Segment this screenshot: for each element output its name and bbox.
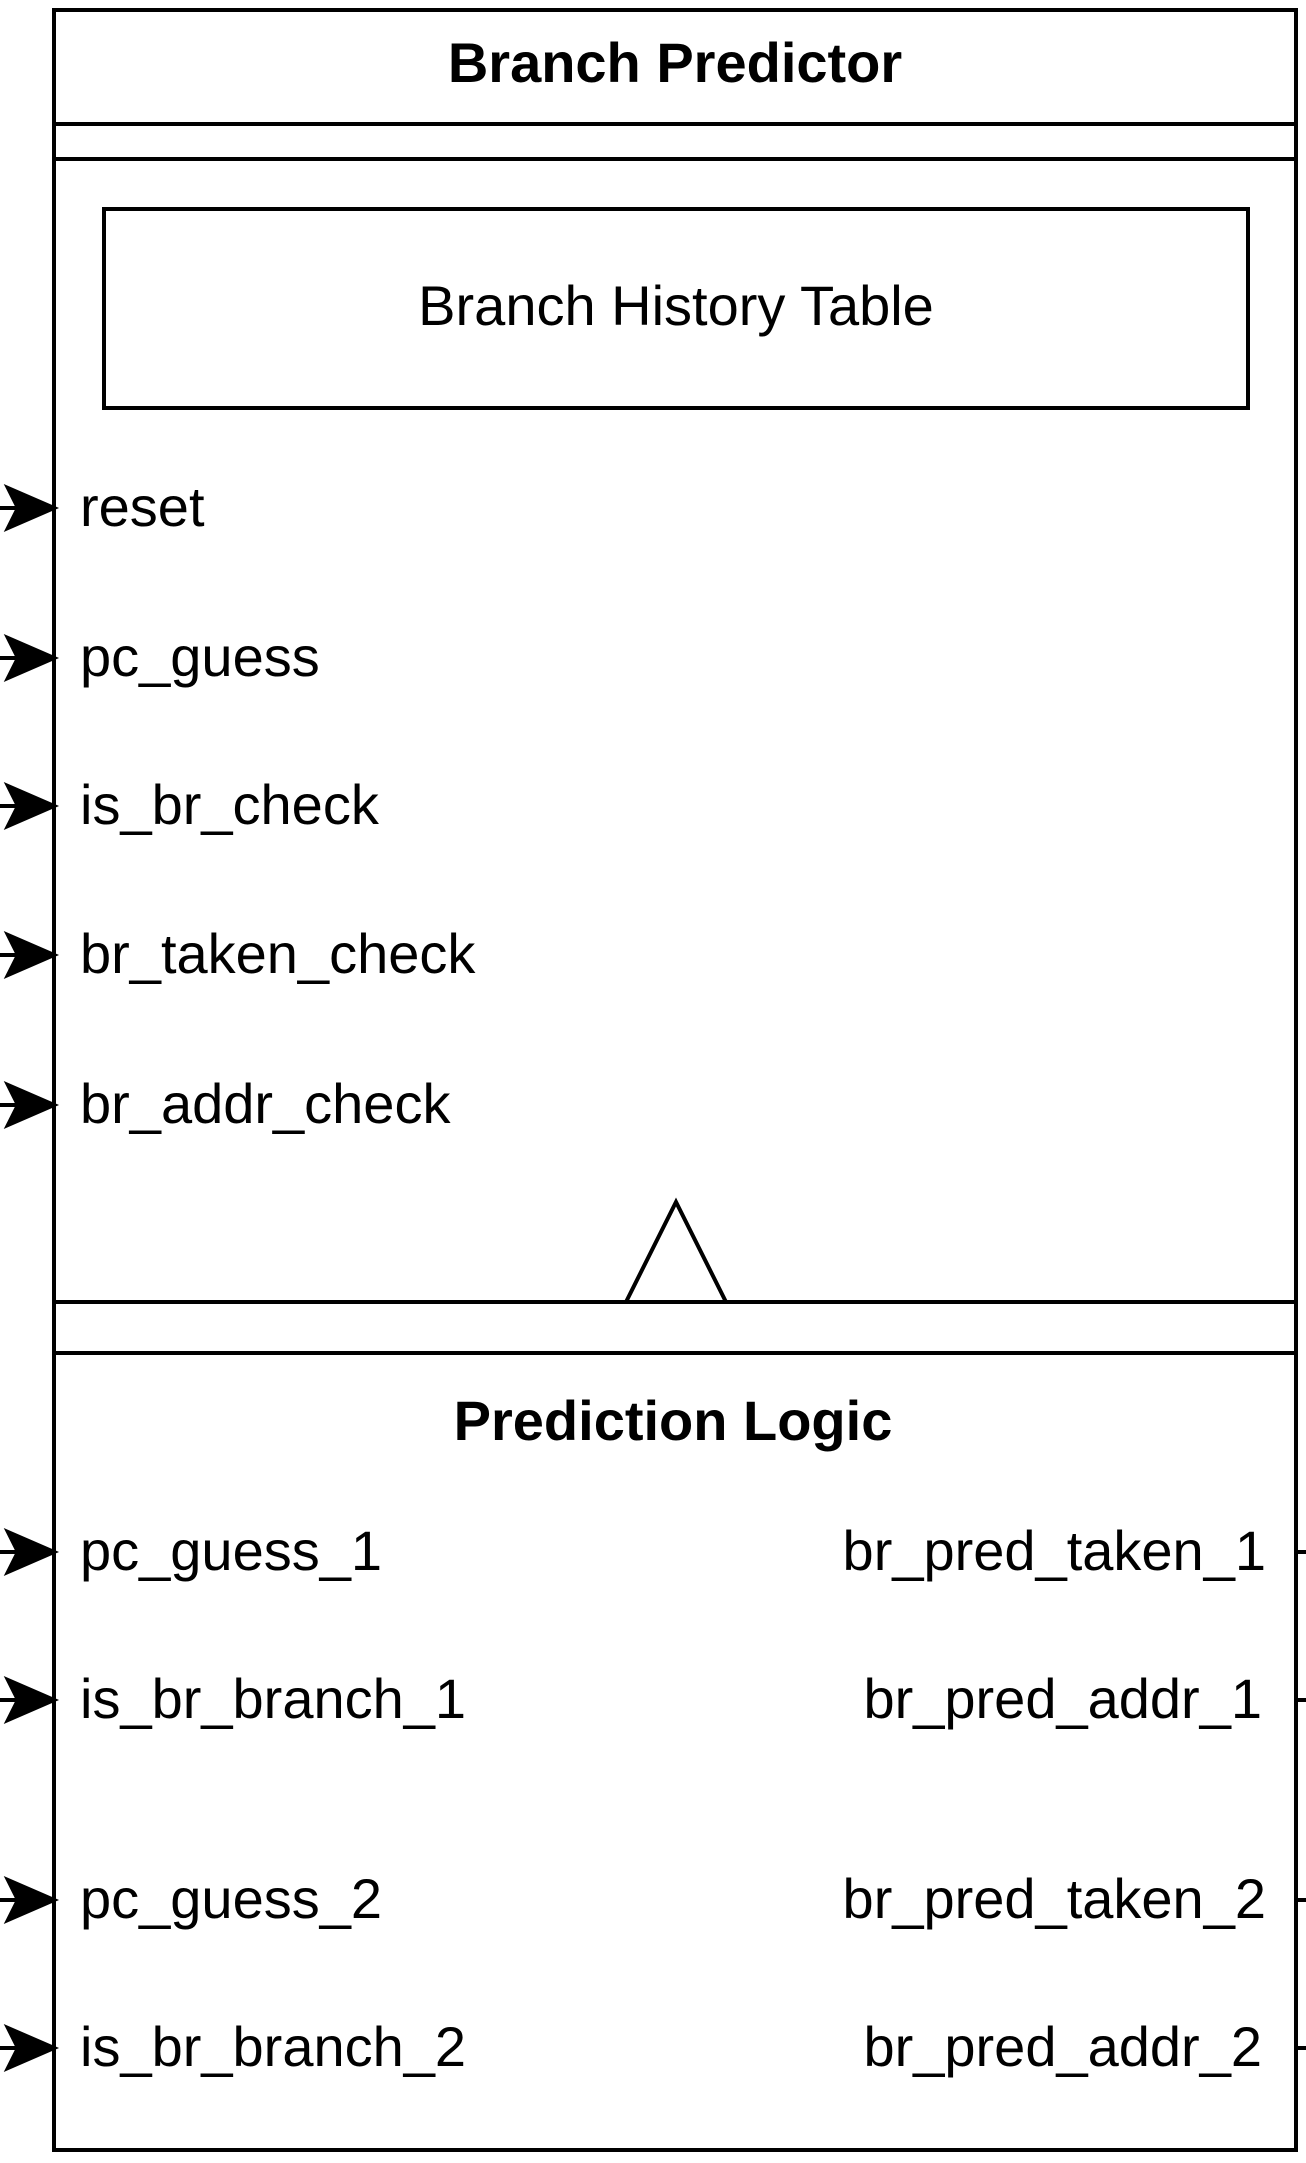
input-arrow-icon bbox=[0, 930, 60, 980]
input-arrow-icon bbox=[0, 1675, 60, 1725]
port-br-taken-check: br_taken_check bbox=[0, 922, 476, 985]
port-label: pc_guess_2 bbox=[80, 1867, 382, 1930]
port-label: pc_guess_1 bbox=[80, 1519, 382, 1582]
port-label: br_addr_check bbox=[80, 1072, 451, 1135]
upper-ports: reset pc_guess is_br_check br_taken_chec… bbox=[0, 475, 476, 1135]
port-br-addr-check: br_addr_check bbox=[0, 1072, 451, 1135]
port-label: br_pred_addr_2 bbox=[863, 2015, 1262, 2078]
port-label: br_taken_check bbox=[80, 922, 476, 985]
input-pc-guess-2: pc_guess_2 bbox=[0, 1867, 382, 1930]
input-arrow-icon bbox=[0, 483, 60, 533]
input-arrow-icon bbox=[0, 2023, 60, 2073]
port-label: reset bbox=[80, 475, 205, 538]
input-pc-guess-1: pc_guess_1 bbox=[0, 1519, 382, 1582]
input-arrow-icon bbox=[0, 781, 60, 831]
port-label: is_br_branch_2 bbox=[80, 2015, 466, 2078]
port-reset: reset bbox=[0, 475, 205, 538]
prediction-logic-title: Prediction Logic bbox=[454, 1389, 893, 1452]
outer-box bbox=[52, 8, 1298, 2152]
port-label: br_pred_taken_1 bbox=[843, 1519, 1266, 1582]
port-label: br_pred_taken_2 bbox=[843, 1867, 1266, 1930]
input-arrow-icon bbox=[0, 633, 60, 683]
input-is-br-branch-1: is_br_branch_1 bbox=[0, 1667, 466, 1730]
input-arrow-icon bbox=[0, 1875, 60, 1925]
output-br-pred-addr-2: br_pred_addr_2 bbox=[863, 2015, 1306, 2078]
diagram-title: Branch Predictor bbox=[448, 31, 902, 94]
branch-history-table-label: Branch History Table bbox=[418, 274, 934, 337]
port-label: is_br_check bbox=[80, 773, 380, 836]
port-pc-guess: pc_guess bbox=[0, 625, 320, 688]
port-label: br_pred_addr_1 bbox=[863, 1667, 1262, 1730]
prediction-inputs: pc_guess_1 is_br_branch_1 pc_guess_2 is_… bbox=[0, 1519, 466, 2078]
port-is-br-check: is_br_check bbox=[0, 773, 380, 836]
output-br-pred-taken-2: br_pred_taken_2 bbox=[843, 1867, 1306, 1930]
branch-history-table-box bbox=[102, 207, 1250, 410]
port-label: is_br_branch_1 bbox=[80, 1667, 466, 1730]
output-br-pred-taken-1: br_pred_taken_1 bbox=[843, 1519, 1306, 1582]
input-arrow-icon bbox=[0, 1527, 60, 1577]
clock-triangle-icon bbox=[624, 1197, 728, 1303]
port-label: pc_guess bbox=[80, 625, 320, 688]
input-is-br-branch-2: is_br_branch_2 bbox=[0, 2015, 466, 2078]
output-br-pred-addr-1: br_pred_addr_1 bbox=[863, 1667, 1306, 1730]
prediction-outputs: br_pred_taken_1 br_pred_addr_1 br_pred_t… bbox=[843, 1519, 1306, 2078]
input-arrow-icon bbox=[0, 1080, 60, 1130]
